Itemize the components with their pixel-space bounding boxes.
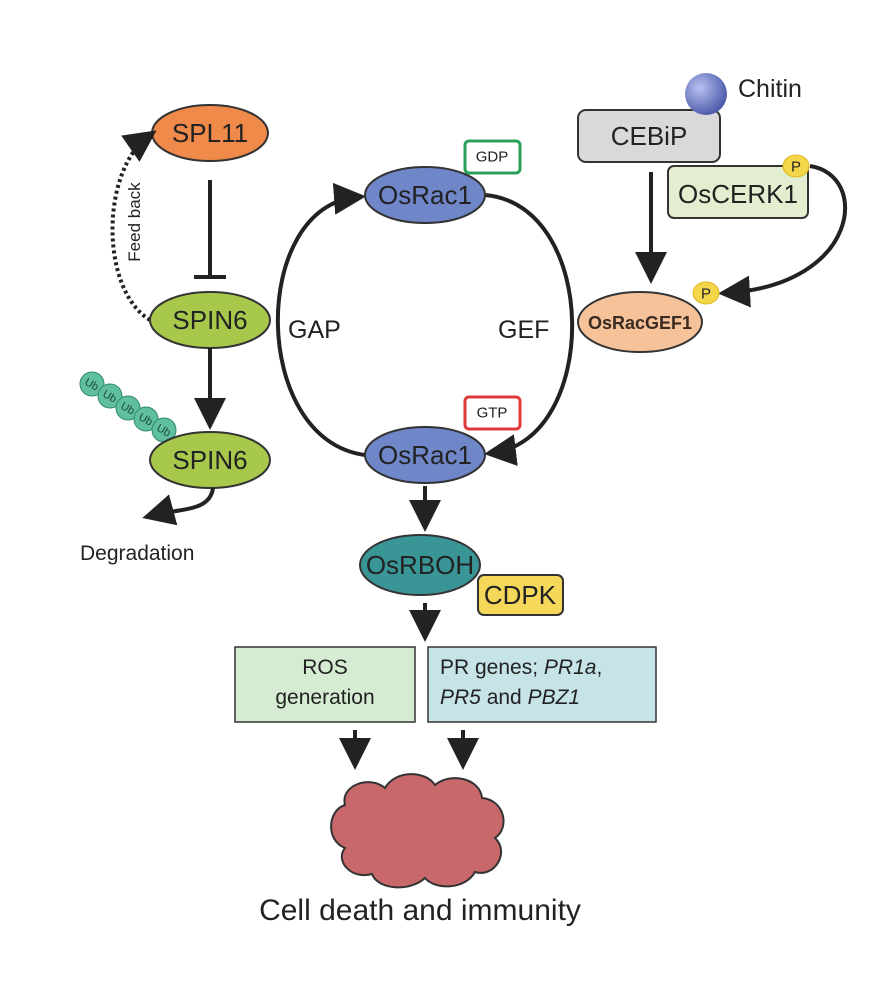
svg-text:PR genes; PR1a,: PR genes; PR1a,: [440, 656, 602, 679]
inhibition-arrow: [194, 180, 226, 279]
spl11-label: SPL11: [172, 118, 248, 148]
spin6-ub-label: SPIN6: [172, 445, 247, 475]
svg-text:CDPK: CDPK: [484, 580, 557, 610]
osrboh-label: OsRBOH: [366, 550, 474, 580]
svg-text:P: P: [791, 159, 801, 176]
svg-text:generation: generation: [275, 686, 374, 709]
phosphorylation-arrow: [718, 164, 848, 308]
feedback-label: Feed back: [125, 182, 144, 262]
spin6-node: SPIN6: [149, 291, 271, 349]
svg-text:OsRacGEF1: OsRacGEF1: [588, 313, 692, 333]
ubiquitin-chain: Ub Ub Ub Ub Ub: [79, 371, 177, 443]
cebip-node: CEBiP: [577, 109, 721, 163]
osrac1-gtp-node: OsRac1: [364, 426, 486, 484]
spl11-node: SPL11: [151, 104, 269, 162]
svg-text:P: P: [701, 286, 711, 303]
svg-text:ROS: ROS: [302, 656, 348, 679]
svg-text:GDP: GDP: [476, 149, 509, 166]
cdpk-node: CDPK: [477, 574, 564, 616]
osrac1-gdp-node: OsRac1: [364, 166, 486, 224]
ros-generation-box: ROS generation: [234, 646, 416, 723]
svg-text:PR5 and PBZ1: PR5 and PBZ1: [440, 686, 580, 709]
osrac1-gtp-label: OsRac1: [378, 440, 472, 470]
cell-death-cloud: [330, 773, 505, 889]
chitin-ball-icon: [685, 73, 727, 115]
osrboh-node: OsRBOH: [359, 534, 481, 596]
gdp-badge: GDP: [463, 139, 522, 175]
gtp-badge: GTP: [463, 395, 522, 431]
osracgef1-node: OsRacGEF1: [577, 291, 703, 353]
ubiquitinated-spin6-node: SPIN6: [149, 431, 271, 489]
pr-genes-box: PR genes; PR1a, PR5 and PBZ1: [427, 646, 657, 723]
gef-label: GEF: [498, 316, 549, 344]
gap-arc: [275, 182, 366, 457]
chitin-label: Chitin: [738, 75, 802, 103]
oscerk1-node: OsCERK1: [667, 165, 809, 219]
phospho-badge-osracgef1: P: [692, 281, 720, 305]
feedback-arrow: [110, 130, 157, 322]
spin6-label: SPIN6: [172, 305, 247, 335]
svg-text:GTP: GTP: [477, 405, 508, 422]
degradation-arrow: [142, 487, 215, 526]
gap-label: GAP: [288, 316, 341, 344]
svg-text:OsCERK1: OsCERK1: [678, 179, 798, 209]
outcome-label: Cell death and immunity: [259, 894, 581, 927]
phospho-badge-oscerk1: P: [782, 154, 810, 178]
gef-arc: [484, 193, 575, 466]
osrac1-gdp-label: OsRac1: [378, 180, 472, 210]
degradation-label: Degradation: [80, 542, 194, 565]
svg-text:CEBiP: CEBiP: [611, 121, 688, 151]
